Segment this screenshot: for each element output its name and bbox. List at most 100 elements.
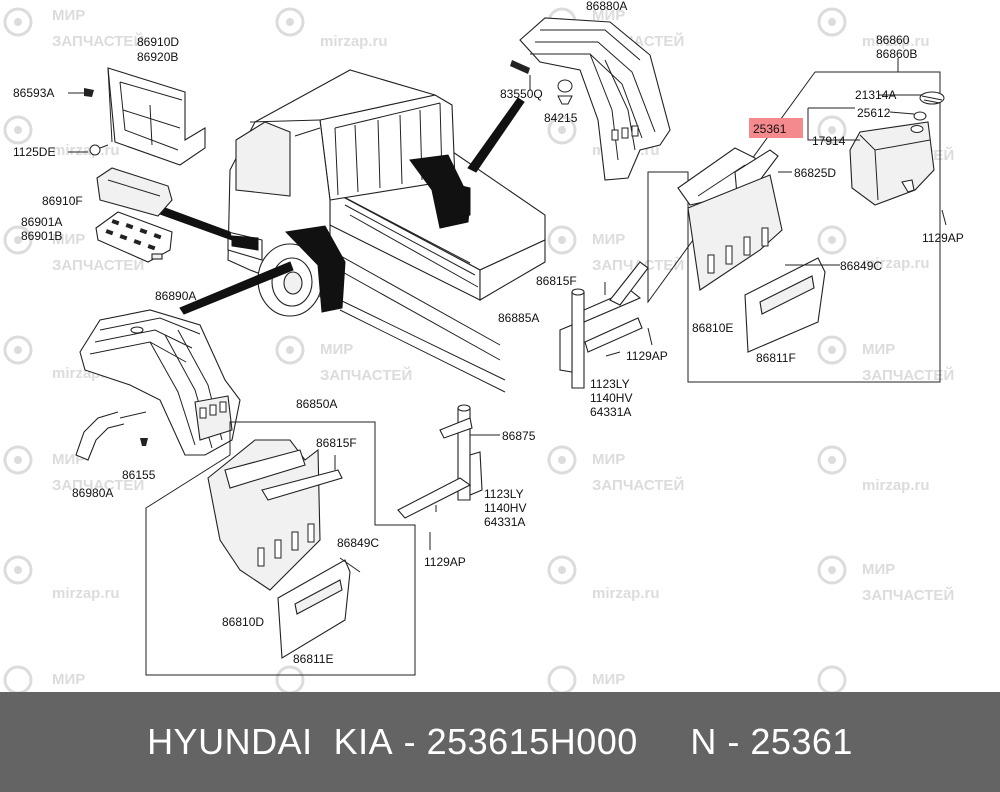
bolt-1125DE-icon [68,144,109,156]
truck-illustration [159,69,546,393]
label-86810D: 86810D [222,615,264,629]
svg-text:МИР: МИР [862,341,895,358]
watermark-logo: МИР [547,665,625,692]
part-83550Q-clip [510,60,531,90]
svg-text:МИР: МИР [52,231,85,248]
label-1140HV-a: 1140HV [590,391,632,405]
label-86593A: 86593A [13,86,54,100]
part-86875-stay [397,404,500,550]
watermark-logo: МИР ЗАПЧАСТЕЙ [547,225,684,274]
svg-text:ЗАПЧАСТЕЙ: ЗАПЧАСТЕЙ [862,366,954,384]
label-86860: 86860 [876,33,910,47]
label-1129AP-b: 1129AP [626,349,668,363]
clip-86155-icon [140,438,148,446]
svg-text:МИР: МИР [862,561,895,578]
label-86815F-b: 86815F [316,436,357,450]
svg-text:mirzap.ru: mirzap.ru [592,585,660,602]
label-25612: 25612 [857,106,891,120]
label-86890A: 86890A [155,289,196,303]
svg-text:МИР: МИР [592,7,625,24]
label-86910F: 86910F [42,194,83,208]
svg-text:ЗАПЧАСТЕЙ: ЗАПЧАСТЕЙ [52,476,144,494]
svg-text:mirzap.ru: mirzap.ru [320,33,388,50]
watermark-logo: МИР ЗАПЧАСТЕЙ [817,335,954,384]
watermark-logo: МИР ЗАПЧАСТЕЙ [3,225,144,274]
label-86850A: 86850A [296,397,337,411]
label-86860B: 86860B [876,47,917,61]
label-86815F-a: 86815F [536,274,577,288]
footer-part-number: 253615H000 [426,721,638,762]
svg-text:ЗАПЧАСТЕЙ: ЗАПЧАСТЕЙ [52,32,144,50]
watermark-logo: МИР ЗАПЧАСТЕЙ [817,555,954,604]
label-83550Q: 83550Q [500,87,543,101]
part-86910F-pad [96,167,173,217]
part-84215-plug [557,79,573,105]
svg-text:МИР: МИР [52,671,85,688]
watermark-logo [275,665,305,692]
part-labels: 86880A 86910D 86920B 86593A 1125DE 83550… [13,0,964,666]
footer-separator: - [716,721,751,762]
label-86880A: 86880A [586,0,627,13]
label-86811F: 86811F [756,351,796,365]
part-86980A-hose [75,411,147,461]
highlight-25361 [749,118,803,138]
svg-text:ЗАПЧАСТЕЙ: ЗАПЧАСТЕЙ [862,586,954,604]
svg-text:ЗАПЧАСТЕЙ: ЗАПЧАСТЕЙ [52,256,144,274]
label-1129AP-c: 1129AP [424,555,466,569]
label-64331A-a: 64331A [590,405,631,419]
bolt-86593A-icon [68,88,94,97]
label-25361: 25361 [753,122,787,136]
svg-text:МИР: МИР [592,451,625,468]
svg-text:mirzap.ru: mirzap.ru [862,33,930,50]
label-86875: 86875 [502,429,536,443]
label-86811E: 86811E [293,652,333,666]
label-86825D: 86825D [794,166,836,180]
label-64331A-b: 64331A [484,515,525,529]
svg-text:МИР: МИР [592,231,625,248]
label-86810E: 86810E [692,321,733,335]
part-86901A-step [95,211,173,263]
footer-brand: HYUNDAI KIA [147,721,394,762]
part-86890A-fender [79,309,241,456]
box-86860-group [647,58,947,383]
watermark-logo [817,665,847,692]
label-1129AP-a: 1129AP [922,231,964,245]
watermark-logo: МИР ЗАПЧАСТЕЙ [547,445,684,494]
label-1140HV-b: 1140HV [484,501,526,515]
label-86155: 86155 [122,468,156,482]
label-86901A: 86901A [21,215,62,229]
svg-text:mirzap.ru: mirzap.ru [862,477,930,494]
svg-text:ЗАПЧАСТЕЙ: ЗАПЧАСТЕЙ [320,366,412,384]
label-21314A: 21314A [855,88,896,102]
watermark-logo: МИР ЗАПЧАСТЕЙ [275,335,412,384]
watermark-logo: МИР [3,665,85,692]
label-86980A: 86980A [72,486,113,500]
label-86885A: 86885A [498,311,539,325]
footer-gap [638,721,691,763]
footer-ref: 25361 [750,721,853,762]
label-86910D: 86910D [137,35,179,49]
part-86885A-stay [559,261,653,389]
svg-text:МИР: МИР [592,671,625,688]
part-86880A-fender [519,17,671,181]
label-1123LY-b: 1123LY [484,487,524,501]
watermark-logo: mirzap.ru [817,225,930,272]
label-86920B: 86920B [137,50,178,64]
svg-text:ЗАПЧАСТЕЙ: ЗАПЧАСТЕЙ [592,476,684,494]
label-86849C-b: 86849C [337,536,379,550]
label-1125DE: 1125DE [13,145,55,159]
svg-text:МИР: МИР [52,7,85,24]
svg-text:mirzap.ru: mirzap.ru [52,585,120,602]
watermark-logo: mirzap.ru [547,555,660,602]
watermark-logo: mirzap.ru [817,7,930,50]
footer-prefix: N [690,721,717,762]
watermark-logo: mirzap.ru [3,115,120,159]
part-number-banner: HYUNDAI KIA - 253615H000 N - 25361 [0,692,1000,792]
watermark-logo: mirzap.ru [275,7,388,50]
part-86910D-bracket [107,67,206,166]
watermark-logo: МИР ЗАПЧАСТЕЙ [3,7,144,50]
label-17914: 17914 [812,134,846,148]
label-86901B: 86901B [21,229,62,243]
box-86850A-group [145,421,416,676]
watermark-logo: mirzap.ru [817,445,930,494]
